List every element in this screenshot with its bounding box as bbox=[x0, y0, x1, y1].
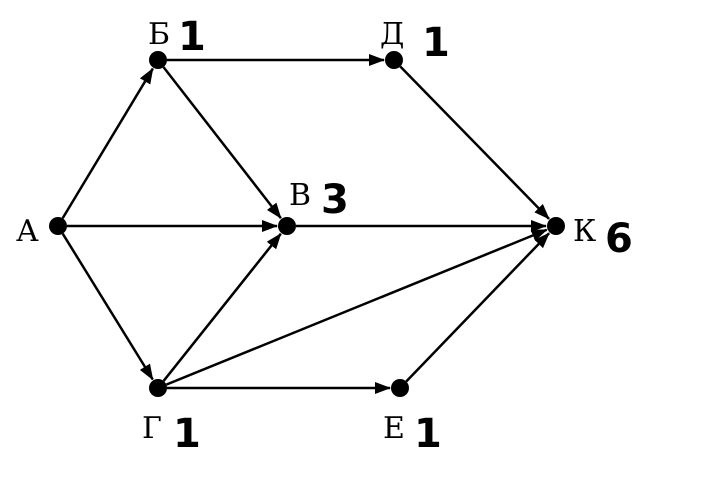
node-label-v: В bbox=[289, 178, 311, 213]
edge-e-k bbox=[405, 232, 550, 383]
nodes bbox=[49, 51, 565, 397]
edge-b-v bbox=[162, 66, 282, 219]
edges bbox=[61, 54, 550, 394]
node-g bbox=[149, 379, 167, 397]
path-count-d: 1 bbox=[422, 20, 450, 66]
path-count-g: 1 bbox=[173, 411, 201, 457]
edge-a-b bbox=[61, 67, 154, 219]
node-d bbox=[385, 51, 403, 69]
edge-a-g bbox=[61, 233, 154, 381]
edge-d-k bbox=[399, 65, 550, 220]
node-label-a: А bbox=[16, 214, 39, 249]
node-label-b: Б bbox=[148, 17, 170, 52]
node-v bbox=[278, 217, 296, 235]
path-count-b: 1 bbox=[178, 14, 206, 60]
node-label-d: Д bbox=[380, 17, 404, 52]
node-b bbox=[149, 51, 167, 69]
node-label-k: К bbox=[573, 214, 596, 249]
node-a bbox=[49, 217, 67, 235]
path-count-k: 6 bbox=[605, 216, 633, 262]
node-e bbox=[391, 379, 409, 397]
node-label-g: Г bbox=[142, 411, 162, 446]
path-count-e: 1 bbox=[414, 411, 442, 457]
node-k bbox=[547, 217, 565, 235]
path-count-v: 3 bbox=[321, 177, 349, 223]
edge-g-v bbox=[162, 233, 282, 382]
edge-g-k bbox=[165, 228, 548, 386]
node-label-e: Е bbox=[383, 411, 405, 446]
